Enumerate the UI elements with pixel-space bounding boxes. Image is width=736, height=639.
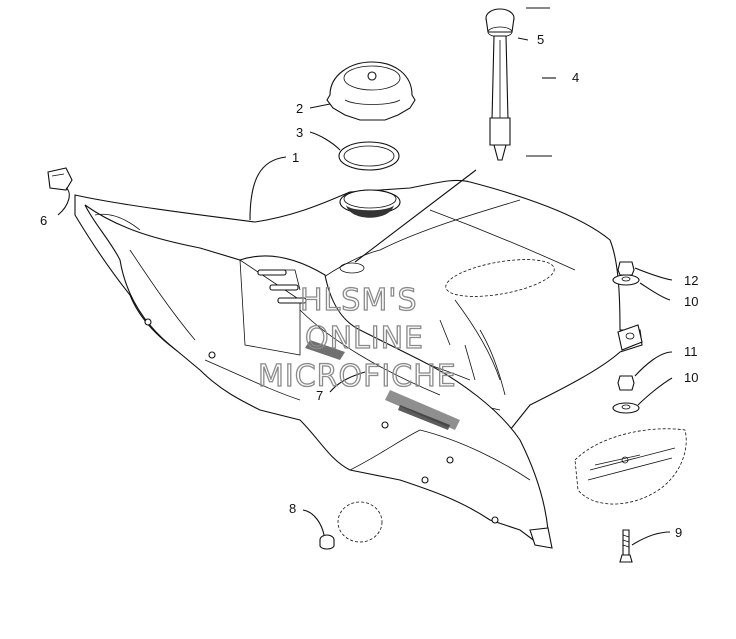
bolt <box>619 529 633 563</box>
gasket <box>338 141 400 171</box>
callout-7: 7 <box>316 388 323 403</box>
watermark-line-2: ONLINE <box>305 321 424 356</box>
grommet <box>319 534 335 550</box>
callout-1: 1 <box>292 150 299 165</box>
callout-5: 5 <box>537 32 544 47</box>
callout-10-upper: 10 <box>684 294 698 309</box>
callout-12: 12 <box>684 273 698 288</box>
watermark: HLSM'S ONLINE MICROFICHE <box>257 282 457 394</box>
callout-2: 2 <box>296 101 303 116</box>
fuel-cap <box>326 61 416 121</box>
callout-10-lower: 10 <box>684 370 698 385</box>
clip <box>47 167 73 191</box>
callout-6: 6 <box>40 213 47 228</box>
hardware <box>612 261 640 414</box>
callout-11: 11 <box>684 344 698 359</box>
callout-labels: 1 2 3 4 5 6 7 8 9 10 10 11 12 <box>40 32 698 540</box>
fuel-gauge <box>485 8 515 161</box>
side-shroud <box>84 204 553 549</box>
callout-4: 4 <box>572 70 579 85</box>
dotted-outline <box>337 501 383 543</box>
watermark-line-1: HLSM'S <box>300 283 418 318</box>
leader-lines <box>57 7 673 546</box>
callout-3: 3 <box>296 125 303 140</box>
callout-8: 8 <box>289 501 296 516</box>
watermark-line-3: MICROFICHE <box>258 359 457 394</box>
callout-9: 9 <box>675 525 682 540</box>
mounting-pad <box>574 428 687 505</box>
